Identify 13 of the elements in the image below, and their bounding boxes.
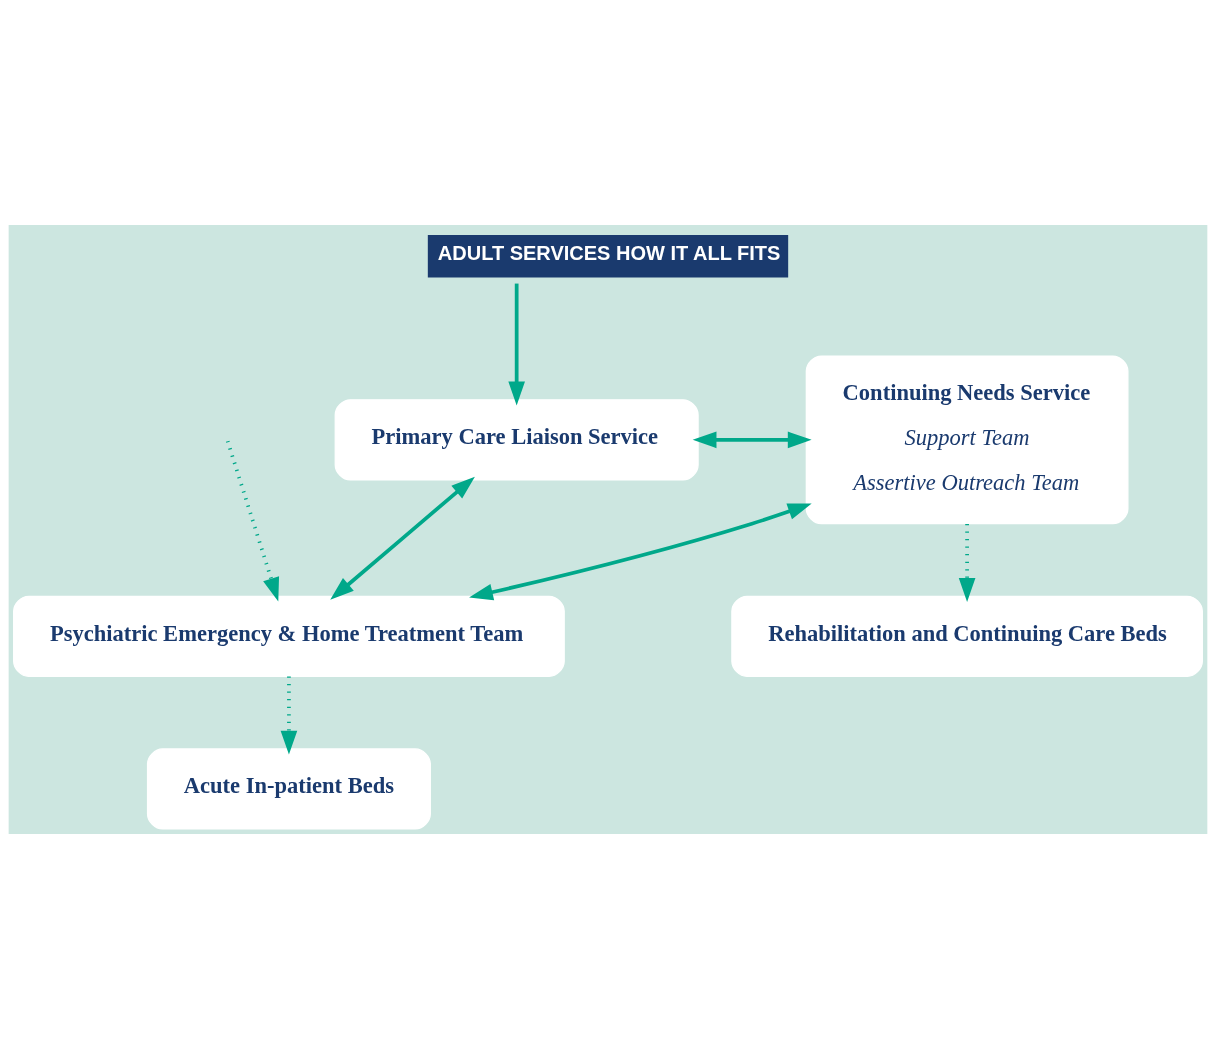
arrow <box>225 440 280 602</box>
arrow <box>958 523 976 602</box>
diagram-title: ADULT SERVICES HOW IT ALL FITS <box>437 241 781 264</box>
arrow <box>692 431 812 449</box>
arrow <box>469 503 812 601</box>
node-box: Primary Care Liaison Service <box>334 399 699 481</box>
node-box: Acute In-patient Beds <box>146 748 431 830</box>
node-box: Rehabilitation and Continuing Care Beds <box>731 595 1203 677</box>
arrow <box>508 283 525 406</box>
node-box: Continuing Needs Service Support Team Assertive Outreach Team <box>805 355 1129 525</box>
arrow <box>330 476 475 600</box>
arrow <box>280 676 298 755</box>
node-box: Psychiatric Emergency & Home Treatment Team <box>13 595 565 677</box>
